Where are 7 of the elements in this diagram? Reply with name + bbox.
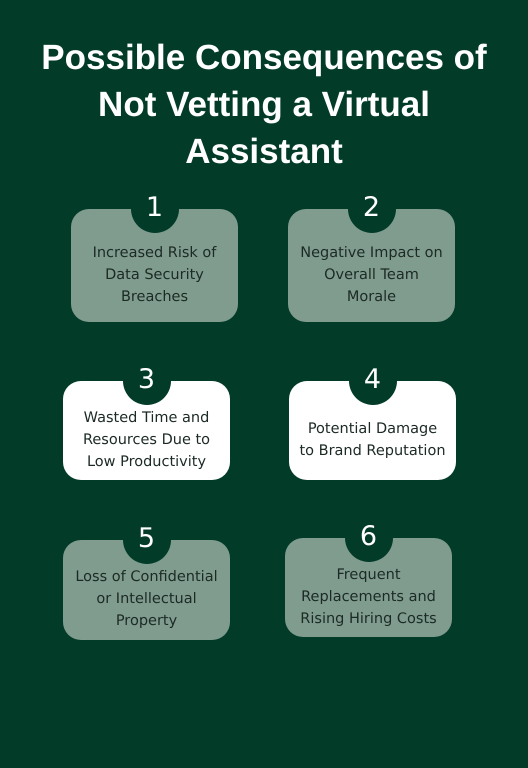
step-description: Wasted Time and Resources Due to Low Productivity — [82, 408, 212, 472]
step-description: Increased Risk of Data Security Breaches — [92, 244, 218, 306]
step-description: Loss of Confidential or Intellectual Property — [74, 568, 219, 631]
step-description: Negative Impact on Overall Team Morale — [299, 244, 444, 306]
step-description: Frequent Replacements and Rising Hiring Costs — [299, 566, 438, 628]
title: Possible Consequences of Not Vetting a Virtual Assistant — [40, 37, 488, 173]
step-description: Potential Damage to Brand Reputation — [299, 420, 446, 460]
